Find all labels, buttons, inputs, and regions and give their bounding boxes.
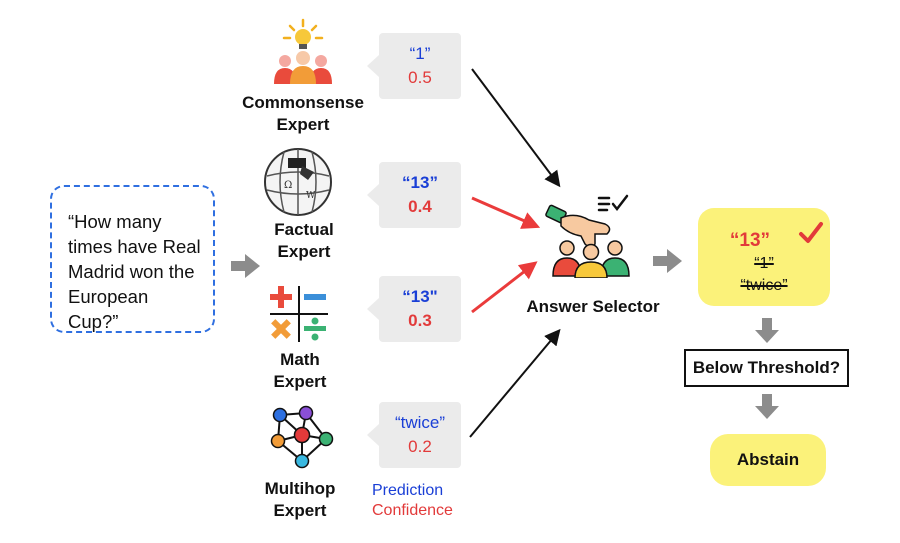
- flow-arrow-icon: [653, 249, 682, 273]
- answer-box: “13” “1” “twice”: [698, 208, 830, 306]
- flow-arrow-icon: [231, 254, 260, 278]
- bubble-math: “13" 0.3: [367, 276, 461, 342]
- expert-label-factual: Factual Expert: [274, 220, 334, 261]
- prediction-commonsense: “1”: [409, 44, 431, 63]
- legend-prediction: Prediction: [372, 482, 444, 499]
- rejected-answer-1: “1”: [754, 255, 774, 272]
- svg-text:Ω: Ω: [284, 180, 292, 191]
- down-arrow-icon: [755, 394, 779, 419]
- down-arrow-icon: [755, 318, 779, 343]
- legend: Prediction Confidence: [372, 481, 453, 521]
- question-text: “How many times have Real Madrid won the…: [68, 211, 201, 332]
- commonsense-people-lightbulb-icon: [268, 18, 338, 86]
- confidence-commonsense: 0.5: [408, 68, 432, 87]
- arrow-factual-to-selector: [471, 196, 541, 229]
- checkmark-icon: [799, 222, 823, 243]
- confidence-factual: 0.4: [408, 197, 432, 216]
- bubble-multihop: “twice” 0.2: [367, 402, 461, 468]
- expert-label-multihop: Multihop Expert: [264, 479, 336, 520]
- arrow-multihop-to-selector: [469, 328, 561, 438]
- selected-answer: “13”: [729, 230, 771, 251]
- hand-picking-person-icon: [545, 190, 637, 279]
- expert-label-commonsense: Commonsense Expert: [242, 93, 364, 134]
- arrow-commonsense-to-selector: [471, 68, 561, 188]
- confidence-math: 0.3: [408, 311, 432, 330]
- math-operators-icon: [268, 284, 330, 344]
- prediction-factual: “13”: [402, 173, 438, 192]
- legend-confidence: Confidence: [372, 502, 453, 519]
- answer-selector-label: Answer Selector: [526, 297, 660, 316]
- svg-text:W: W: [306, 191, 316, 201]
- confidence-multihop: 0.2: [408, 437, 432, 456]
- bubble-factual: “13” 0.4: [367, 162, 461, 228]
- prediction-multihop: “twice”: [394, 413, 446, 432]
- expert-label-math: Math Expert: [273, 350, 327, 391]
- abstain-box: Abstain: [710, 434, 826, 486]
- threshold-check: Below Threshold?: [684, 349, 849, 387]
- question-box: “How many times have Real Madrid won the…: [50, 185, 215, 333]
- rejected-answer-2: “twice”: [740, 277, 788, 294]
- prediction-math: “13": [402, 287, 438, 306]
- arrow-math-to-selector: [471, 261, 538, 314]
- graph-network-icon: [268, 405, 336, 471]
- wikipedia-globe-icon: Ω W: [262, 146, 334, 218]
- bubble-commonsense: “1” 0.5: [367, 33, 461, 99]
